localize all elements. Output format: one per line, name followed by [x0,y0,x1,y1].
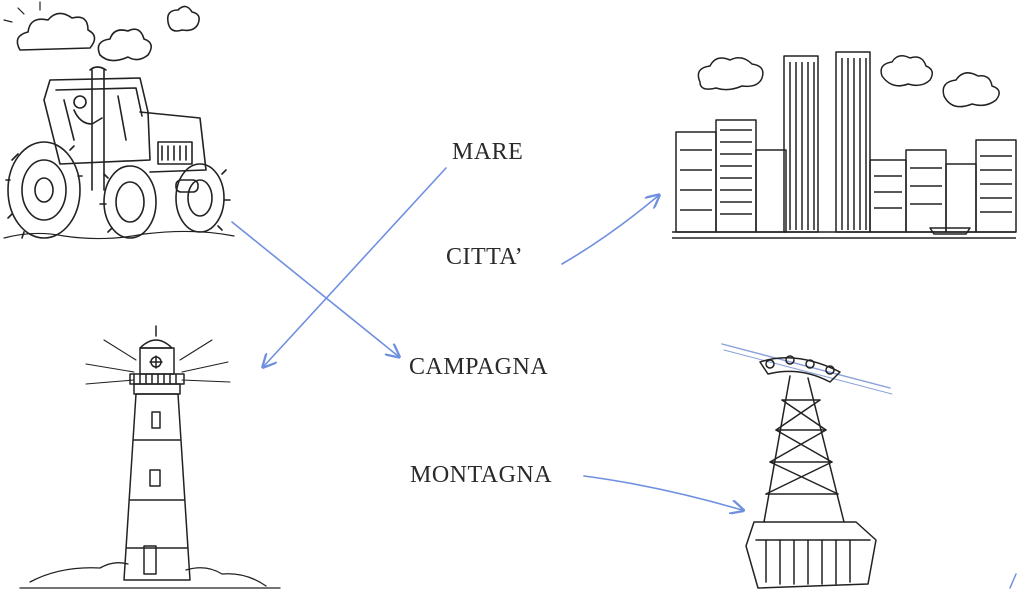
lighthouse-picture [19,325,281,589]
word-citta: CITTA’ [446,244,524,270]
arrow-tractor-to-campagna [231,221,398,356]
word-campagna: CAMPAGNA [409,354,549,380]
city-skyline-picture [672,51,1017,239]
arrow-montagna-to-cablecar [583,475,742,510]
arrow-mare-to-lighthouse [264,167,447,366]
arrows-layer [231,167,742,510]
word-mare: MARE [452,139,524,165]
tractor-picture [3,1,235,240]
arrow-citta-to-city [561,196,658,265]
cable-car-picture [721,343,1017,589]
word-montagna: MONTAGNA [410,462,553,488]
